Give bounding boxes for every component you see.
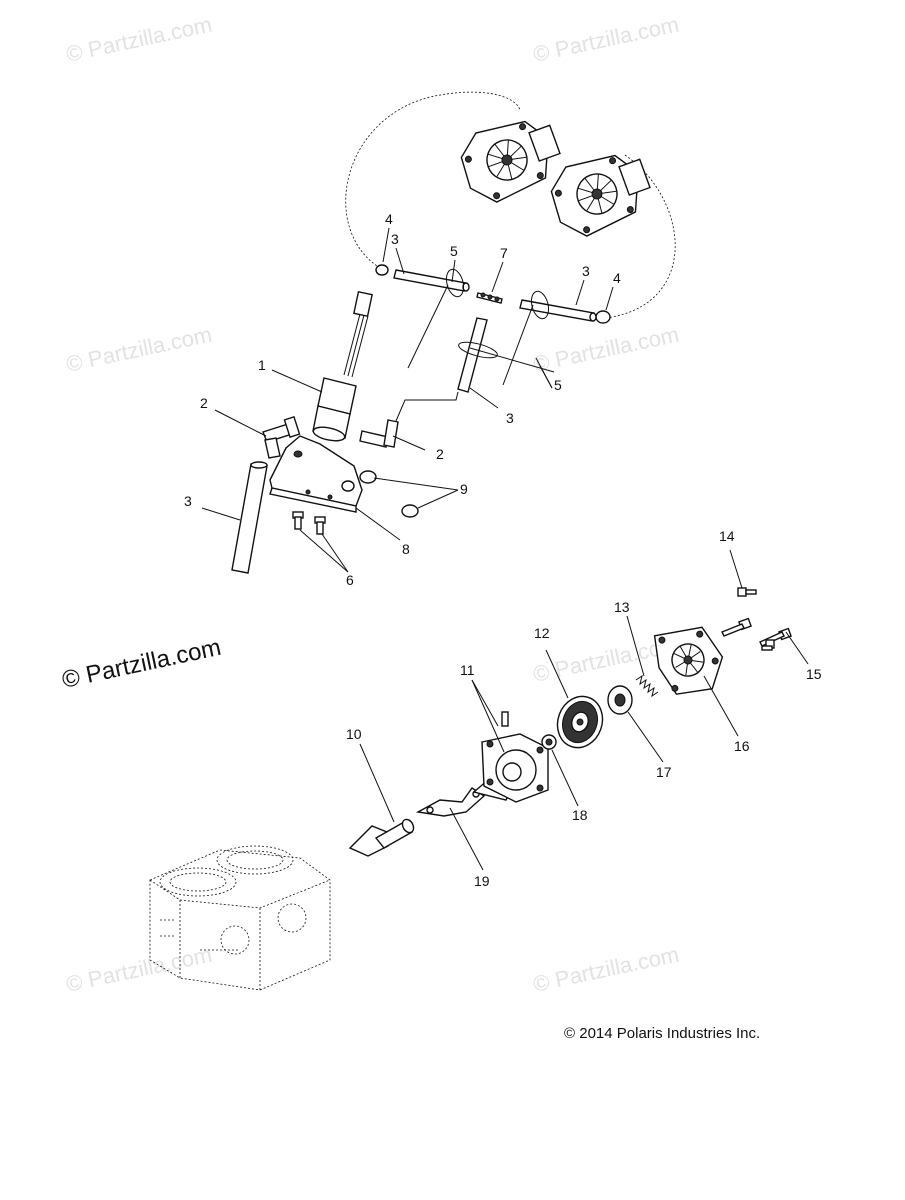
callout-9: 9 (460, 481, 468, 497)
callout-2-left: 2 (200, 395, 208, 411)
spring-13 (635, 674, 659, 698)
seal-18 (541, 734, 557, 750)
callout-13: 13 (614, 599, 630, 615)
callout-7: 7 (500, 245, 508, 261)
copyright-text: © 2014 Polaris Industries Inc. (564, 1025, 760, 1042)
callout-17: 17 (656, 764, 672, 780)
washer-9-a (359, 470, 377, 484)
pump-cover-16 (653, 626, 724, 695)
fitting-10 (348, 818, 415, 857)
hose-3-lower (231, 463, 268, 574)
washer-9-b (401, 504, 419, 518)
callout-3-upper-left: 3 (391, 231, 399, 247)
bolt-15-a (759, 627, 792, 647)
callout-15: 15 (806, 666, 822, 682)
callout-16: 16 (734, 738, 750, 754)
washer-17 (607, 685, 633, 715)
clamp-5-left (407, 268, 465, 369)
svg-text:© Partzilla.com: © Partzilla.com (64, 12, 214, 67)
hose-route-right (605, 154, 676, 319)
cap-4-right (595, 310, 611, 324)
svg-text:© Partzilla.com: © Partzilla.com (531, 12, 681, 67)
bolt-15-c (761, 639, 775, 651)
impeller-12 (556, 695, 604, 749)
screw-6-a (292, 511, 304, 530)
callout-3-middle: 3 (506, 410, 514, 426)
callout-1: 1 (258, 357, 266, 373)
callout-8: 8 (402, 541, 410, 557)
callout-11: 11 (460, 662, 475, 678)
callout-14: 14 (719, 528, 735, 544)
main-watermark: © Partzilla.com (60, 634, 224, 694)
bolt-15-b (721, 617, 752, 637)
elbow-fitting-2-right (359, 391, 459, 448)
bracket-8 (269, 435, 363, 513)
reed-valve-cover-right (550, 154, 651, 237)
callout-3-upper-right: 3 (582, 263, 590, 279)
svg-text:© Partzilla.com: © Partzilla.com (64, 322, 214, 377)
elbow-fitting-2-left (262, 416, 301, 459)
fitting-7 (476, 292, 503, 304)
callout-5-lower: 5 (554, 377, 562, 393)
screw-6-b (314, 516, 326, 535)
svg-text:© Partzilla.com: © Partzilla.com (60, 634, 224, 694)
svg-text:© Partzilla.com: © Partzilla.com (64, 942, 214, 997)
callout-19: 19 (474, 873, 490, 889)
callout-12: 12 (534, 625, 550, 641)
engine-block (149, 845, 331, 991)
callout-10: 10 (346, 726, 362, 742)
cap-4-left (375, 264, 389, 276)
callout-6: 6 (346, 572, 354, 588)
svg-text:© Partzilla.com: © Partzilla.com (531, 942, 681, 997)
pump-housing-11 (472, 711, 549, 803)
clamp-5-right (502, 290, 550, 386)
callout-3-lower: 3 (184, 493, 192, 509)
clamp-5-middle (458, 341, 555, 373)
bolt-14 (737, 587, 757, 597)
leader-lines (201, 227, 809, 871)
callout-2-right: 2 (436, 446, 444, 462)
callout-4-right: 4 (613, 270, 621, 286)
callout-labels: 1 2 2 3 3 3 3 4 4 5 5 6 7 8 9 10 11 12 1… (184, 211, 822, 889)
callout-5-upper: 5 (450, 243, 458, 259)
solenoid-1 (312, 290, 373, 442)
callout-18: 18 (572, 807, 588, 823)
reed-valve-cover-left (460, 120, 561, 203)
svg-text:© Partzilla.com: © Partzilla.com (531, 322, 681, 377)
callout-4-left: 4 (385, 211, 393, 227)
hose-3-upper-left (393, 269, 467, 292)
